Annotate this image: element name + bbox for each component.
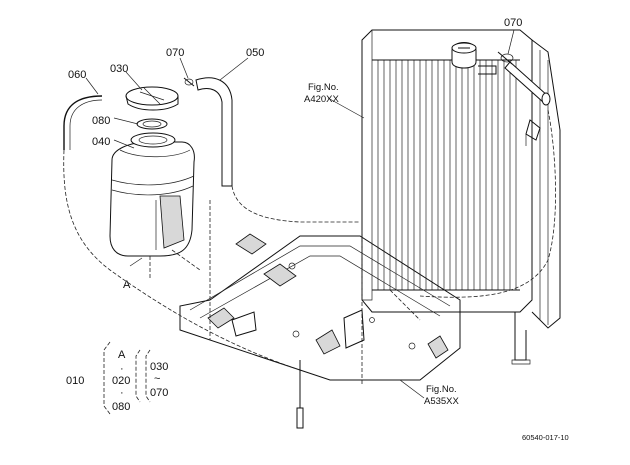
drawing-code: 60540-017-10 [522,433,569,442]
group-b-line-1: ~ [154,373,160,385]
callout-040: 040 [92,136,110,148]
group-a-line-4: 080 [112,401,130,413]
callouts: 070 030 060 050 080 040 070 A [68,17,522,291]
hose-routing-lines [63,109,556,371]
reserve-tank-drawing [63,77,233,257]
callout-point-a: A [123,279,131,291]
callout-080: 080 [92,115,110,127]
callout-050: 050 [246,47,264,59]
fig-ref-frame-code: A535XX [424,396,460,407]
group-a-line-1: · [120,363,124,375]
frame-plate-drawing [179,200,461,429]
group-a-line-3: · [120,387,124,399]
callout-070-left: 070 [166,47,184,59]
callout-030: 030 [110,63,128,75]
leader-lines [85,29,515,399]
fig-ref-radiator-code: A420XX [304,94,340,105]
group-b-line-0: 030 [150,361,168,373]
assembly-item-010: 010 [66,375,84,387]
fig-ref-radiator-label: Fig.No. [308,82,339,93]
group-a-line-2: 020 [112,375,130,387]
assembly-bracket: 010 A · 020 · 080 030 ~ 070 [66,341,168,415]
group-b-line-2: 070 [150,387,168,399]
fig-references: Fig.No. A420XX Fig.No. A535XX [304,82,460,407]
radiator-drawing [361,29,561,365]
fig-ref-frame-label: Fig.No. [426,384,457,395]
callout-070-right: 070 [504,17,522,29]
callout-060: 060 [68,69,86,81]
group-a-line-0: A [118,349,126,361]
